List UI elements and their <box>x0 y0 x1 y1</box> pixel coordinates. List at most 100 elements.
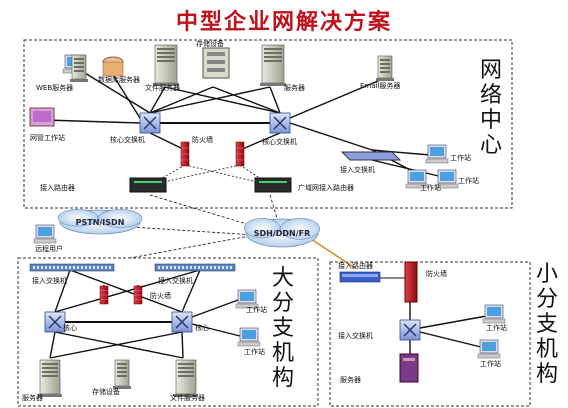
link-line <box>149 86 166 114</box>
link-line <box>419 314 493 329</box>
label-storage: 存储设备 <box>196 39 224 48</box>
link-line <box>304 234 356 269</box>
wan-cloud-label: SDH/DDN/FR <box>254 229 311 238</box>
label-email-server: Email服务器 <box>360 81 400 90</box>
isp-cloud <box>57 209 143 235</box>
label-lb-access-left: 接入交换机 <box>32 276 67 285</box>
email-server-icon <box>376 55 394 81</box>
lb-workstation-icon <box>237 327 261 347</box>
workstation-icon <box>425 144 449 164</box>
lb-core-right-icon <box>171 311 193 333</box>
workstation-icon <box>405 169 429 189</box>
access-switch-icon <box>340 151 402 161</box>
sb-firewall-icon <box>404 261 418 303</box>
link-line <box>269 86 281 114</box>
access-bar-left-icon <box>29 263 115 272</box>
database-icon <box>102 61 124 77</box>
link-line <box>181 331 184 359</box>
link-line <box>289 77 386 119</box>
label-app-server: 服务器 <box>284 83 305 92</box>
link-line <box>289 122 373 151</box>
label-workstation-2: 工作站 <box>458 176 479 185</box>
label-sb-ws2: 工作站 <box>480 359 501 368</box>
link-line <box>129 234 256 259</box>
label-wan-router: 广域网接入路由器 <box>298 183 354 192</box>
access-router-left-icon <box>129 177 167 193</box>
label-firewall: 防火墙 <box>192 135 213 144</box>
link-line <box>149 86 214 114</box>
lb-server-right-icon <box>174 359 198 397</box>
link-line <box>181 269 201 313</box>
label-workstation-1: 工作站 <box>450 153 471 162</box>
sb-router-icon <box>339 271 381 283</box>
access-bar-right-icon <box>154 263 236 272</box>
link-line <box>49 331 56 359</box>
label-db-server: 数据库服务器 <box>98 75 140 84</box>
wan-router-right-icon <box>254 177 292 193</box>
link-line <box>49 331 183 359</box>
label-sb-server: 服务器 <box>340 375 361 384</box>
label-core-right: 核心交换机 <box>262 137 297 146</box>
lb-firewall-right-icon <box>133 285 143 305</box>
page-title: 中型企业网解决方案 <box>175 9 392 35</box>
link-line <box>54 269 71 313</box>
nodes-layer <box>29 44 506 397</box>
label-mgmt-station: 网管工作站 <box>30 133 65 142</box>
link-line <box>112 74 141 119</box>
link-line <box>54 269 201 313</box>
label-core-left: 核心交换机 <box>110 135 145 144</box>
firewall-left-icon <box>180 141 190 167</box>
sb-workstation-icon <box>477 339 501 359</box>
lb-workstation-icon <box>235 289 259 309</box>
large-branch-region <box>17 257 319 407</box>
sb-workstation-icon <box>482 304 506 324</box>
label-sb-switch: 接入交换机 <box>338 331 373 340</box>
core-switch-left-icon <box>139 112 161 134</box>
label-access-router: 接入路由器 <box>40 183 75 192</box>
label-remote-user: 远程用户 <box>35 244 63 253</box>
sb-switch-icon <box>399 319 421 341</box>
link-line <box>44 119 141 124</box>
remote-user-icon <box>33 224 57 244</box>
label-sb-firewall: 防火墙 <box>426 269 447 278</box>
label-workstation-3: 工作站 <box>420 183 441 192</box>
label-sb-router: 接入路由器 <box>338 261 373 270</box>
label-lb-core-right: 核心 <box>195 323 209 332</box>
label-sb-ws1: 工作站 <box>486 323 507 332</box>
label-lb-ws1: 工作站 <box>246 305 267 314</box>
label-lb-firewall: 防火墙 <box>150 291 171 300</box>
isp-cloud-label: PSTN/ISDN <box>76 218 125 227</box>
workstation-icon <box>435 169 459 189</box>
lb-server-left-icon <box>38 359 62 397</box>
link-line <box>99 224 256 236</box>
label-lb-ws2: 工作站 <box>244 347 265 356</box>
label-lb-server-right: 文件服务器 <box>170 393 205 402</box>
link-line <box>212 86 281 114</box>
lb-firewall-left-icon <box>99 285 109 305</box>
region-label-large-branch: 大分支机构 <box>271 266 294 391</box>
firewall-right-icon <box>235 141 245 167</box>
link-line <box>149 132 186 151</box>
file-server-icon <box>153 44 179 86</box>
label-lb-storage: 存储设备 <box>92 387 120 396</box>
link-line <box>191 299 239 318</box>
region-label-small-branch: 小分支机构 <box>535 262 558 387</box>
links-layer <box>44 69 493 372</box>
link-line <box>191 323 241 337</box>
link-line <box>79 69 151 114</box>
network-center-region <box>23 39 513 209</box>
link-line <box>419 331 486 349</box>
link-line <box>269 194 281 229</box>
label-web-server: WEB服务器 <box>36 83 73 92</box>
label-access-switch: 接入交换机 <box>340 165 375 174</box>
core-switch-right-icon <box>269 112 291 134</box>
app-server-icon <box>260 44 286 86</box>
label-lb-core-left: 核心 <box>63 323 77 332</box>
label-lb-access-right: 接入交换机 <box>158 276 193 285</box>
wan-cloud <box>243 218 321 248</box>
region-label-network-center: 网络中心 <box>479 58 502 158</box>
lb-storage-icon <box>113 359 131 389</box>
